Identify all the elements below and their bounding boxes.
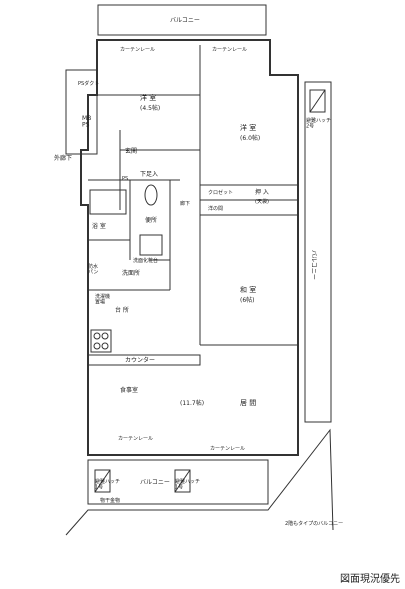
status-note: 図面現況優先: [340, 574, 400, 585]
label-senmenjo: 洗面所: [122, 269, 140, 277]
label-counter: カウンター: [125, 356, 155, 364]
outer-wall: [80, 39, 299, 456]
label-oshiire-sub: (天袋): [255, 198, 269, 205]
entry-alcove: [65, 69, 98, 155]
label-balcony-bottom: バルコニー: [140, 479, 170, 486]
label-washitsu-size: (6帖): [240, 296, 255, 304]
label-ps-duct: PSダクト: [78, 80, 99, 87]
lower-boundary: [65, 428, 334, 536]
label-corridor-out: 外廊下: [54, 154, 72, 162]
label-washitsu: 和 室: [240, 285, 256, 294]
label-washbasin: 洗面化粧台: [133, 257, 158, 264]
label-monohoshi: 物干金物: [100, 497, 120, 504]
label-toilet: 便所: [145, 216, 157, 224]
label-curtain-rail-2: カーテンレール: [212, 47, 247, 53]
label-roka: 廊下: [180, 200, 190, 207]
balcony-right: [304, 81, 332, 423]
label-youshitsu-2-size: (6.0帖): [240, 134, 260, 142]
label-balcony-type-note: 2階もタイプのバルコニー: [285, 520, 343, 527]
label-bath: 浴 室: [92, 222, 106, 230]
label-closet: クロゼット: [208, 189, 233, 196]
label-genkan: 玄関: [125, 147, 137, 155]
label-balcony-top: バルコニー: [170, 17, 200, 24]
balcony-top: [97, 4, 267, 36]
label-getabako: 下足入: [140, 171, 158, 178]
balcony-bottom: [87, 459, 269, 505]
label-living-size: (11.7帖): [180, 399, 204, 407]
label-ima: 居 間: [240, 399, 256, 407]
label-shokki: 洗濯機置場: [95, 293, 110, 306]
label-youshitsu-1-size: (4.5帖): [140, 104, 160, 112]
label-youshitsu-1: 洋 室: [140, 93, 156, 102]
label-shokujishitsu: 食事室: [120, 386, 138, 394]
label-oshiire: 押 入: [255, 188, 269, 196]
label-curtain-rail-6: カーテンレール: [210, 446, 245, 452]
label-balcony-right: バルコニー: [310, 250, 317, 280]
label-curtain-rail-1: カーテンレール: [120, 47, 155, 53]
label-curtain-rail-5: カーテンレール: [118, 436, 153, 442]
label-ps: PS: [122, 176, 128, 182]
label-daidokoro: 台 所: [115, 306, 129, 314]
label-hashira: 洋の間: [208, 205, 223, 212]
label-bouki-pan: 防水パン: [88, 263, 98, 276]
label-youshitsu-2: 洋 室: [240, 123, 256, 132]
